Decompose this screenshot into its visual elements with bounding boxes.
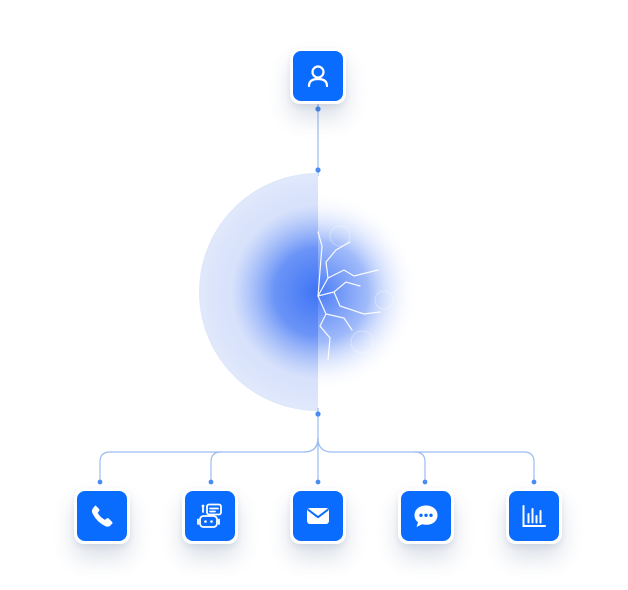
top-connector — [315, 104, 321, 176]
user-icon — [307, 65, 329, 88]
channel-node-phone[interactable] — [74, 488, 130, 544]
ai-brain-sphere — [199, 173, 418, 411]
connector-dots — [97, 411, 537, 485]
bar-chart-icon — [522, 505, 546, 527]
bottom-connector — [99, 408, 535, 482]
chatbot-icon — [197, 503, 222, 528]
chat-bubble-icon — [414, 505, 438, 527]
channel-node-email[interactable] — [290, 488, 346, 544]
user-node[interactable] — [290, 48, 346, 104]
channel-node-chat[interactable] — [398, 488, 454, 544]
channel-node-chatbot[interactable] — [182, 488, 238, 544]
neural-lines — [317, 231, 381, 361]
channel-node-analytics[interactable] — [506, 488, 562, 544]
phone-icon — [91, 505, 113, 527]
email-icon — [307, 508, 329, 524]
